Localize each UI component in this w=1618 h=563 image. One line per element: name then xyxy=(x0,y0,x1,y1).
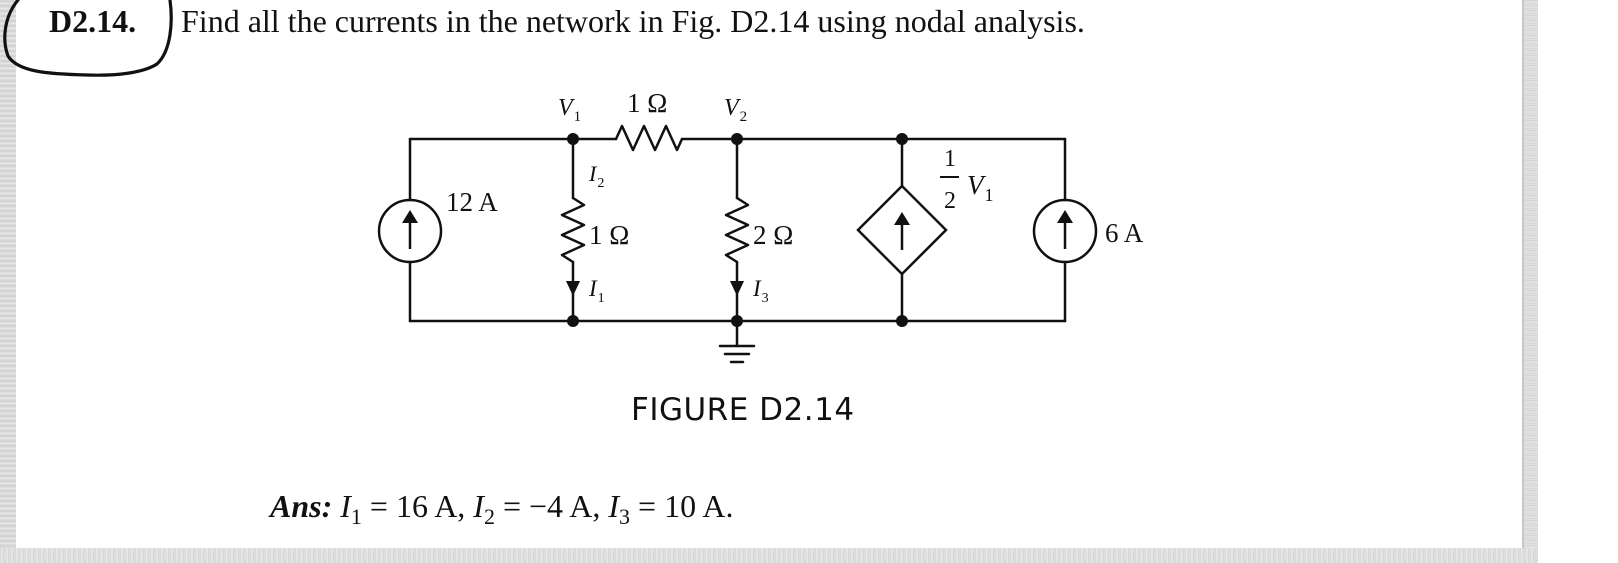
current-source-6a xyxy=(1032,198,1098,264)
i3-label: I3 xyxy=(752,276,769,306)
answer-prefix: Ans: xyxy=(270,488,333,524)
dependent-voltage-variable: V1 xyxy=(967,170,994,205)
current-source-12a xyxy=(377,198,443,264)
answer-i1-value: = 16 A, xyxy=(361,488,474,524)
bottom-right-junction-dot xyxy=(896,315,908,327)
answer-line: Ans: I1 = 16 A, I2 = −4 A, I3 = 10 A. xyxy=(270,486,733,537)
scan-left-edge xyxy=(0,0,16,563)
source-6a-label: 6 A xyxy=(1105,218,1144,248)
current-direction-arrows xyxy=(566,281,744,296)
handwritten-circle-mark xyxy=(3,0,173,77)
shunt-resistor-1-label: 1 Ω xyxy=(589,220,629,250)
answer-i1-sub: 1 xyxy=(350,504,362,529)
dependent-fraction-denominator: 2 xyxy=(944,188,956,214)
i2-label: I2 xyxy=(588,161,604,191)
ground-junction-dot xyxy=(731,315,743,327)
bottom-left-junction-dot xyxy=(567,315,579,327)
dependent-current-source xyxy=(856,184,948,276)
answer-i2-sub: 2 xyxy=(483,504,495,529)
r2-zigzag xyxy=(724,196,750,264)
series-resistor-label: 1 Ω xyxy=(627,88,667,118)
answer-i2-var: I xyxy=(473,488,484,524)
series-resistor-zigzag xyxy=(614,124,684,152)
answer-i1-var: I xyxy=(340,488,351,524)
problem-number: D2.14. xyxy=(49,3,137,39)
scan-right-edge xyxy=(1522,0,1538,563)
r1-zigzag xyxy=(560,196,586,264)
node-v2-dot xyxy=(731,133,743,145)
dependent-source-label: 1 2 V1 xyxy=(940,146,994,214)
i1-label: I1 xyxy=(588,276,605,306)
answer-i3-var: I xyxy=(608,488,620,524)
node-v1-dot xyxy=(567,133,579,145)
figure-caption: FIGURE D2.14 xyxy=(631,392,855,428)
source-12a-label: 12 A xyxy=(446,187,498,217)
junction-dots xyxy=(567,133,908,327)
top-right-junction-dot xyxy=(896,133,908,145)
answer-i3-sub: 3 xyxy=(619,504,631,529)
node-v2-label: V2 xyxy=(724,95,747,125)
i1-arrow xyxy=(566,281,580,296)
scan-bottom-edge xyxy=(0,548,1536,563)
problem-statement: Find all the currents in the network in … xyxy=(181,3,1085,39)
dependent-fraction-numerator: 1 xyxy=(944,146,956,172)
i3-arrow xyxy=(730,281,744,296)
answer-i3-value: = 10 A. xyxy=(630,488,734,524)
shunt-resistor-2-label: 2 Ω xyxy=(753,220,793,250)
answer-i2-value: = −4 A, xyxy=(494,488,609,524)
node-v1-label: V1 xyxy=(558,95,581,125)
